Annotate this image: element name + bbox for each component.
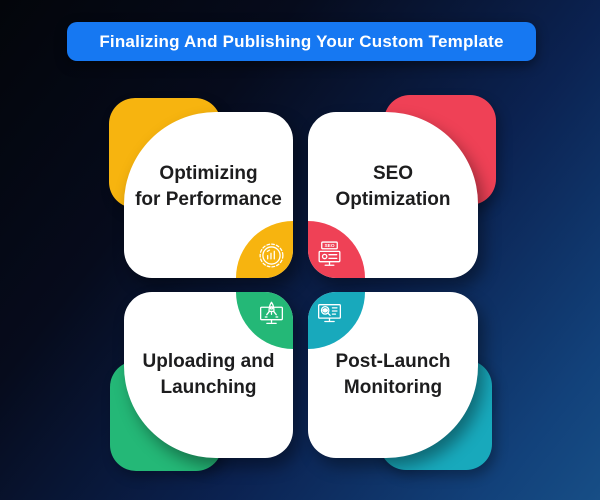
card-title: Post-Launch Monitoring: [335, 349, 450, 401]
rocket-launch-monitor-icon: [260, 301, 283, 325]
card-title: SEO Optimization: [335, 161, 450, 213]
cards-grid: Optimizing for Performance SEO: [109, 95, 496, 471]
icon-badge: SEO: [308, 221, 365, 278]
card-title-line: SEO: [372, 163, 414, 184]
card-surface: Optimizing for Performance: [124, 112, 293, 278]
svg-text:SEO: SEO: [324, 243, 334, 249]
card-title-line: Launching: [160, 377, 257, 398]
performance-gauge-icon: [259, 243, 284, 268]
card-surface: Post-Launch Monitoring: [308, 292, 478, 458]
seo-monitor-icon: SEO: [318, 241, 341, 266]
card-seo-optimization: SEO Optimization SEO: [308, 95, 496, 278]
card-title-line: Monitoring: [343, 377, 443, 398]
icon-badge: [308, 292, 365, 349]
card-title-line: Optimization: [335, 189, 451, 210]
icon-badge: [236, 292, 293, 349]
card-title-line: Uploading and: [142, 351, 275, 372]
card-surface: SEO Optimization SEO: [308, 112, 478, 278]
card-title-line: Post-Launch: [335, 351, 451, 372]
icon-badge: [236, 221, 293, 278]
card-title: Uploading and Launching: [143, 349, 275, 401]
page-title-banner: Finalizing And Publishing Your Custom Te…: [67, 22, 536, 61]
page-title: Finalizing And Publishing Your Custom Te…: [99, 31, 504, 51]
monitoring-analytics-icon: [318, 304, 341, 323]
card-title: Optimizing for Performance: [135, 161, 282, 213]
card-post-launch-monitoring: Post-Launch Monitoring: [308, 292, 492, 470]
card-uploading-and-launching: Uploading and Launching: [110, 292, 293, 471]
card-optimizing-for-performance: Optimizing for Performance: [109, 98, 293, 278]
card-surface: Uploading and Launching: [124, 292, 293, 458]
card-title-line: for Performance: [135, 189, 282, 210]
card-title-line: Optimizing: [159, 163, 258, 184]
